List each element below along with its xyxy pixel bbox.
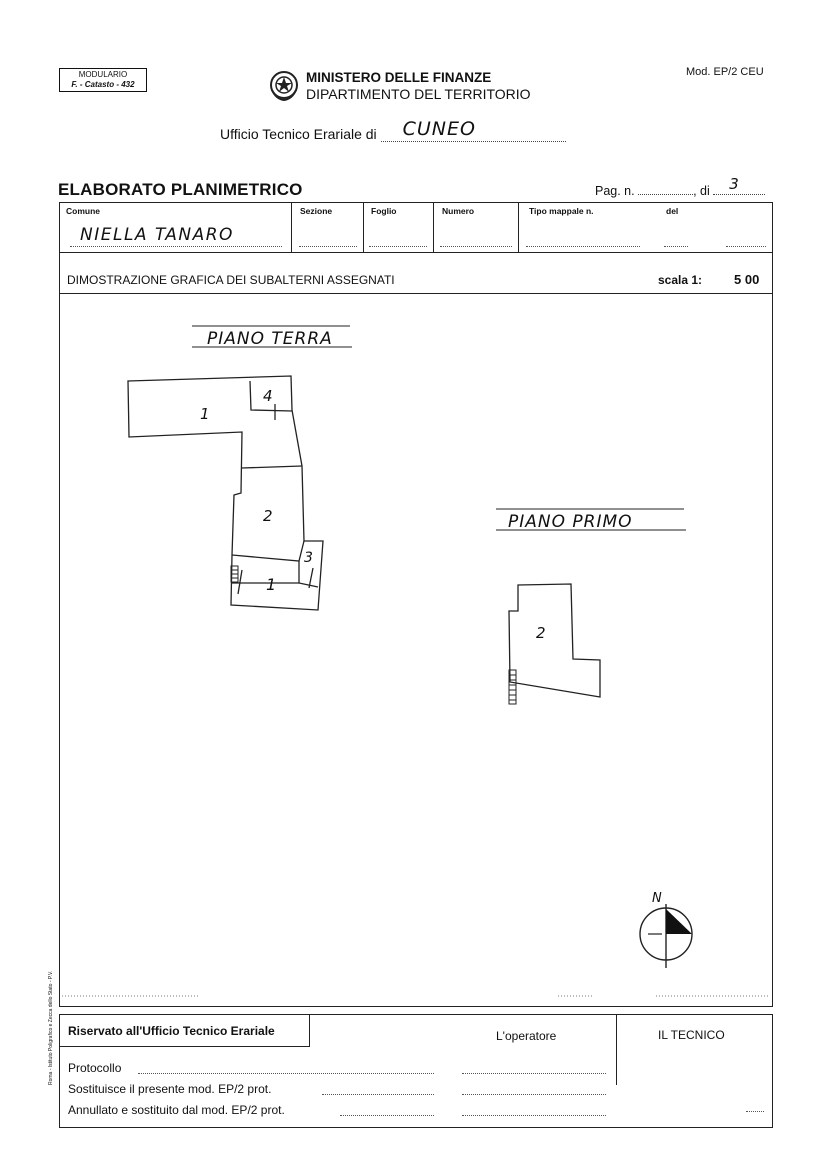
unit-3-label: 3: [304, 550, 313, 566]
stairs-icon: [230, 565, 239, 583]
sezione-label: Sezione: [300, 206, 333, 216]
tick-mark: [237, 569, 243, 595]
unit-1-label: 1: [200, 405, 210, 423]
divider: [60, 252, 772, 253]
scale-value: 5 00: [734, 272, 760, 287]
unit-boundary: [231, 540, 305, 562]
del-year-field[interactable]: [726, 246, 766, 247]
page-counter: Pag. n. , di 3: [595, 175, 766, 198]
divider: [363, 203, 364, 252]
model-code: Mod. EP/2 CEU: [686, 66, 764, 78]
scale-label: scala 1:: [658, 273, 703, 287]
first-floor-title: PIANO PRIMO: [508, 512, 633, 532]
unit-2-label-first: 2: [536, 624, 546, 642]
divider: [60, 293, 772, 294]
stairs-icon: [508, 669, 517, 705]
annullato-field[interactable]: [340, 1115, 434, 1116]
tipo-mappale-label: Tipo mappale n.: [529, 206, 594, 216]
operator-field-2[interactable]: [462, 1094, 606, 1095]
unit-4-label: 4: [263, 387, 273, 405]
section-label: DIMOSTRAZIONE GRAFICA DEI SUBALTERNI ASS…: [67, 273, 395, 287]
ministry-name: MINISTERO DELLE FINANZE: [306, 70, 492, 85]
ground-floor-plan: [127, 375, 324, 611]
numero-field[interactable]: [440, 246, 512, 247]
ground-floor-outline: [127, 375, 324, 611]
unit-1-label-lower: 1: [266, 575, 276, 594]
first-floor-outline: [508, 583, 601, 698]
office-label: Ufficio Tecnico Erariale di: [220, 126, 377, 142]
divider: [518, 203, 519, 252]
del-field[interactable]: [664, 246, 688, 247]
annullato-label: Annullato e sostituito dal mod. EP/2 pro…: [68, 1103, 285, 1117]
first-floor-plan: [508, 583, 601, 698]
tick-mark: [308, 567, 314, 589]
north-label: N: [652, 891, 662, 906]
of-value: 3: [729, 175, 739, 193]
divider: [291, 203, 292, 252]
modulario-box: MODULARIO F. - Catasto - 432: [59, 68, 147, 92]
page-field[interactable]: [638, 184, 694, 195]
emblem-icon: [270, 71, 298, 102]
unit-2-label: 2: [263, 507, 273, 525]
technician-label: IL TECNICO: [658, 1028, 725, 1042]
ground-floor-title: PIANO TERRA: [207, 329, 333, 349]
operator-field-3[interactable]: [462, 1115, 606, 1116]
office-line: Ufficio Tecnico Erariale di CUNEO: [220, 118, 566, 142]
tipo-mappale-field[interactable]: [526, 246, 640, 247]
comune-label: Comune: [66, 206, 100, 216]
del-label: del: [666, 206, 679, 216]
footer-box: Riservato all'Ufficio Tecnico Erariale L…: [59, 1014, 773, 1128]
foglio-label: Foglio: [371, 206, 397, 216]
page-label: Pag. n.: [595, 184, 635, 198]
catasto-code: F. - Catasto - 432: [71, 80, 135, 89]
technician-field[interactable]: [746, 1111, 764, 1112]
comune-value: NIELLA TANARO: [80, 225, 234, 245]
printer-note: Roma - Istituto Poligrafico e Zecca dell…: [48, 970, 54, 1085]
department-name: DIPARTIMENTO DEL TERRITORIO: [306, 86, 531, 102]
protocollo-label: Protocollo: [68, 1061, 122, 1075]
sostituisce-field[interactable]: [322, 1094, 434, 1095]
protocollo-field[interactable]: [138, 1073, 434, 1074]
office-field[interactable]: CUNEO: [380, 118, 566, 142]
north-arrow-icon: N: [639, 891, 693, 968]
drawing-frame: Comune Sezione Foglio Numero Tipo mappal…: [59, 202, 773, 1007]
ministry-heading: MINISTERO DELLE FINANZE DIPARTIMENTO DEL…: [306, 69, 531, 103]
unit-boundary: [241, 465, 303, 469]
of-field[interactable]: 3: [713, 175, 766, 195]
comune-field[interactable]: [70, 246, 282, 247]
reserved-label: Riservato all'Ufficio Tecnico Erariale: [60, 1015, 310, 1047]
operator-field-1[interactable]: [462, 1073, 606, 1074]
sostituisce-label: Sostituisce il presente mod. EP/2 prot.: [68, 1082, 272, 1096]
divider: [616, 1015, 617, 1085]
office-value: CUNEO: [402, 118, 476, 140]
numero-label: Numero: [442, 206, 475, 216]
document-title: ELABORATO PLANIMETRICO: [58, 180, 303, 199]
sezione-field[interactable]: [299, 246, 357, 247]
divider: [433, 203, 434, 252]
modulario-label: MODULARIO: [78, 70, 128, 79]
operator-label: L'operatore: [496, 1029, 557, 1043]
unit-4-boundary: [249, 380, 293, 412]
foglio-field[interactable]: [369, 246, 427, 247]
of-label: , di: [693, 184, 710, 198]
